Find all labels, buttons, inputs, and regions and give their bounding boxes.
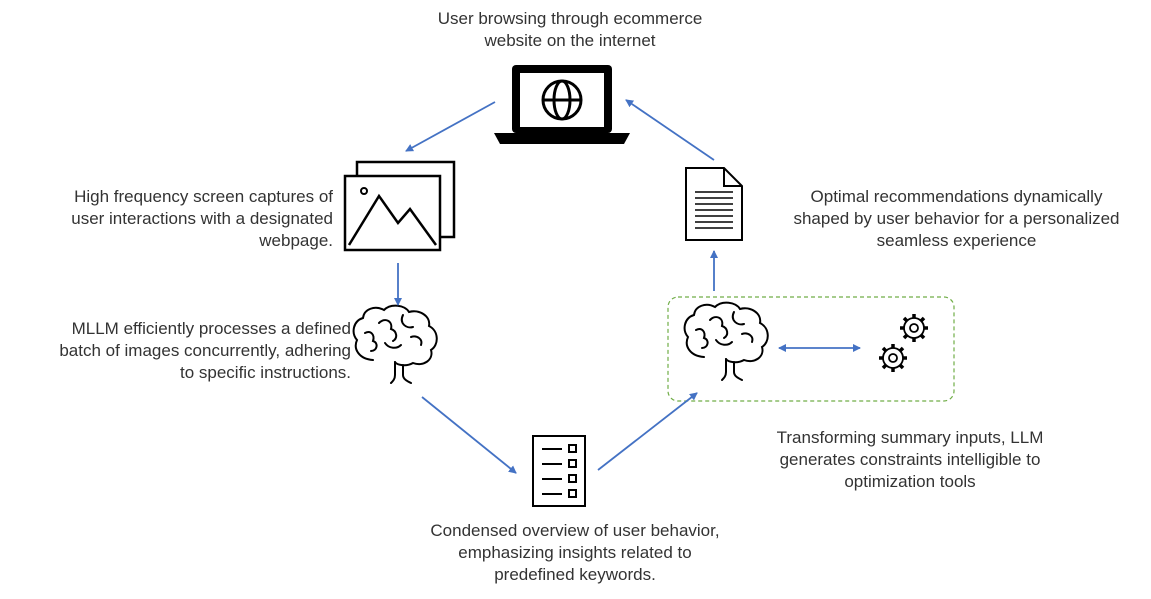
arrow-checklist-to-llm [597, 392, 698, 471]
llm-optimization-group [667, 296, 955, 402]
arrow-laptop-to-images [405, 101, 496, 152]
caption-mllm: MLLM efficiently processes a defined bat… [59, 319, 351, 382]
brain-icon [683, 301, 769, 381]
caption-recommendations: Optimal recommendations dynamically shap… [793, 187, 1120, 250]
document-icon [685, 167, 743, 241]
arrow-document-to-laptop [625, 99, 715, 161]
arrow-mllm-to-checklist [421, 396, 517, 474]
laptop-globe-icon [494, 65, 630, 144]
caption-browsing: User browsing through ecommerce website … [437, 9, 703, 50]
gears-icon [879, 314, 928, 372]
brain-icon [352, 304, 438, 384]
caption-screen-captures: High frequency screen captures of user i… [71, 187, 333, 250]
caption-llm-constraints: Transforming summary inputs, LLM generat… [776, 428, 1044, 491]
checklist-icon [532, 435, 586, 507]
caption-overview: Condensed overview of user behavior, emp… [430, 521, 720, 584]
image-stack-icon [343, 160, 456, 252]
